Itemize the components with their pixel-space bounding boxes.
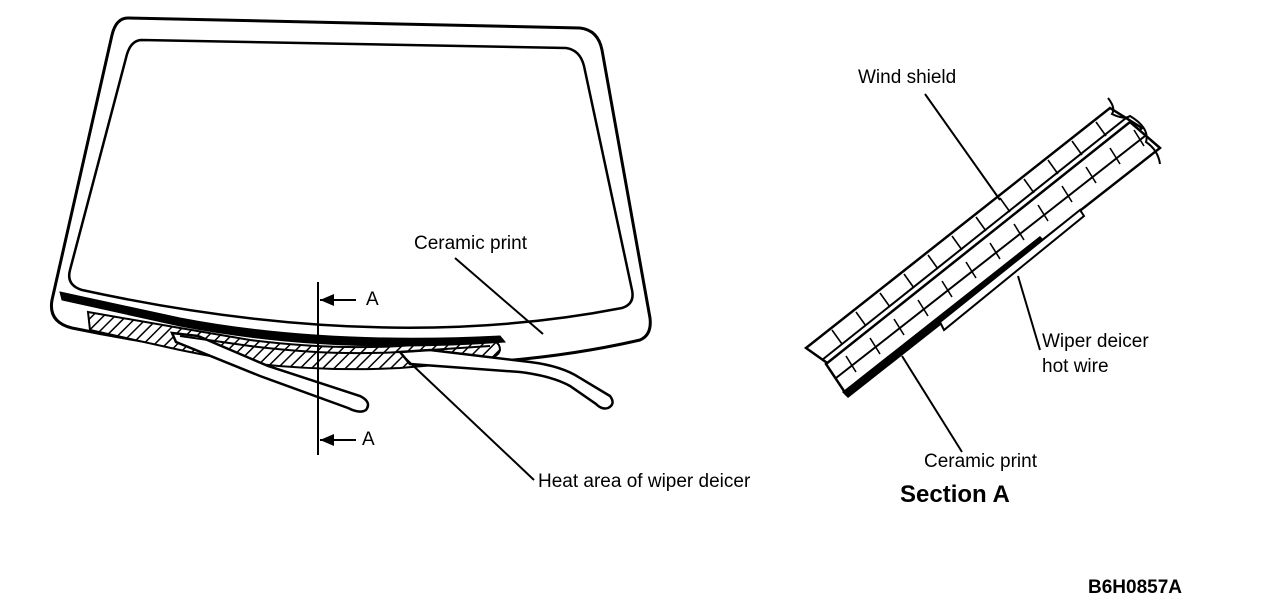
section-title: Section A xyxy=(900,481,1010,508)
section-hot-wire xyxy=(938,208,1086,332)
leader-hot-wire xyxy=(1017,275,1041,351)
label-heat-area: Heat area of wiper deicer xyxy=(538,471,751,492)
lower-ceramic-strip xyxy=(59,291,507,347)
ceramic-print-border xyxy=(68,38,634,329)
label-ceramic-print-section: Ceramic print xyxy=(924,451,1037,472)
figure-id: B6H0857A xyxy=(1088,577,1182,598)
wiper-blade xyxy=(179,335,491,355)
label-wiper-deicer: Wiper deicer xyxy=(1042,331,1149,352)
leader-wind-shield xyxy=(924,93,1001,201)
wiper-arm-right xyxy=(397,348,614,410)
glass-texture xyxy=(831,121,1145,373)
label-hot-wire: hot wire xyxy=(1042,356,1109,377)
label-ceramic-print: Ceramic print xyxy=(414,233,527,254)
windshield-front-view xyxy=(49,16,652,481)
leader-ceramic-print-section xyxy=(901,355,963,453)
section-ceramic-print xyxy=(842,236,1046,398)
leader-heat-area xyxy=(404,357,535,481)
heat-area-band xyxy=(86,310,502,371)
section-a-view xyxy=(803,93,1162,453)
label-section-marker-bottom: A xyxy=(362,429,375,450)
leader-ceramic-print xyxy=(454,257,544,335)
label-section-marker-top: A xyxy=(366,289,379,310)
label-wind-shield: Wind shield xyxy=(858,67,957,88)
